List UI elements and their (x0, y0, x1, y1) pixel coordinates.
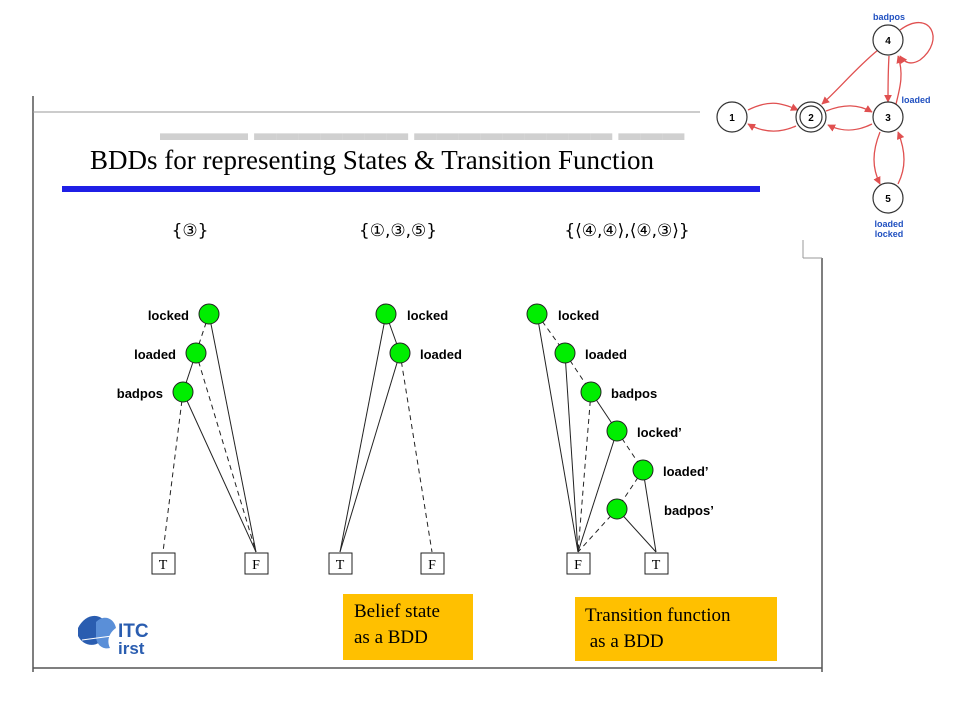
bdd-var-label: locked’ (637, 425, 682, 440)
bdd-terminal-label: F (252, 558, 260, 573)
logo-leaf-icon (96, 617, 116, 649)
graph-node-circle-inner (799, 105, 823, 129)
state-graph: 1 2 3 4 5 badpos loaded loaded locked (716, 12, 934, 239)
bdd-set-label: {①,③,⑤} (359, 221, 437, 241)
bdd-terminal (244, 552, 269, 575)
bdd-node (185, 342, 207, 364)
graph-node-circle (872, 101, 904, 133)
graph-edge-3-2 (827, 123, 873, 132)
graph-edge-label: loaded (901, 95, 930, 105)
bdd-var-label: loaded (420, 347, 462, 362)
bdd-var-label: badpos (117, 386, 163, 401)
bdd-set-label: {③} (172, 221, 209, 241)
graph-edge-4-2 (821, 49, 879, 105)
graph-node-label: 5 (885, 194, 891, 205)
svg-text:▬▬▬▬ ▬▬▬▬▬▬▬ ▬▬▬▬▬▬▬▬▬ ▬▬▬: ▬▬▬▬ ▬▬▬▬▬▬▬ ▬▬▬▬▬▬▬▬▬ ▬▬▬ (160, 120, 684, 145)
logo-text-itc: ITC (118, 621, 149, 642)
transition-function-note: Transition function as a BDD (575, 597, 777, 661)
bdd-var-label: loaded’ (663, 464, 709, 479)
bdd-terminal-label: T (652, 558, 661, 573)
graph-edge-2-3 (825, 105, 873, 113)
bdd-node (526, 303, 548, 325)
graph-edge-label: loaded (874, 219, 903, 229)
bdd-terminal (566, 552, 591, 575)
bdd-terminal-label: T (336, 558, 345, 573)
bdd-node (375, 303, 397, 325)
graph-node-circle (872, 24, 904, 56)
bdd-var-label: locked (558, 308, 599, 323)
note-line: Belief state (354, 601, 440, 622)
bdd-terminal (644, 552, 669, 575)
graph-edge-5-3 (896, 131, 905, 185)
bdd-var-label: badpos’ (664, 503, 714, 518)
logo-text-irst: irst (118, 639, 145, 658)
bdd-var-label: loaded (134, 347, 176, 362)
graph-node-label: 3 (885, 113, 891, 124)
graph-edge-label: badpos (873, 12, 905, 22)
bdd-node (389, 342, 411, 364)
bdd-node (198, 303, 220, 325)
bdd-set-label: {⟨④,④⟩,⟨④,③⟩} (564, 221, 689, 241)
graph-edge-3-5 (873, 131, 881, 185)
graph-edge-3-4 (895, 55, 904, 105)
graph-edge-4-3 (884, 55, 892, 103)
bdd-node (606, 498, 628, 520)
bdd-terminal-label: F (428, 558, 436, 573)
bdd-terminal (328, 552, 353, 575)
bdd-terminal (420, 552, 445, 575)
graph-node-circle (872, 182, 904, 214)
bdd-belief-state (339, 313, 433, 553)
itc-irst-logo: ITC irst (78, 615, 149, 658)
graph-node-label: 1 (729, 113, 735, 124)
bdd-node (580, 381, 602, 403)
embedded-page-frame: ▬▬▬▬ ▬▬▬▬▬▬▬ ▬▬▬▬▬▬▬▬▬ ▬▬▬ (32, 96, 823, 672)
note-line: as a BDD (354, 627, 428, 648)
bdd-node (172, 381, 194, 403)
bdd-terminal-label: T (159, 558, 168, 573)
graph-edge-1-2 (747, 102, 799, 111)
bdd-var-label: locked (148, 308, 189, 323)
graph-edge-label: locked (875, 229, 904, 239)
bdd-terminal-label: F (574, 558, 582, 573)
graph-node-circle (716, 101, 748, 133)
bdd-var-label: badpos (611, 386, 657, 401)
bdd-node (632, 459, 654, 481)
belief-state-note: Belief state as a BDD (343, 594, 473, 660)
graph-edge-2-1 (747, 123, 797, 132)
note-line: as a BDD (585, 631, 664, 652)
bdd-var-label: loaded (585, 347, 627, 362)
title-underline (62, 186, 760, 192)
bdd-var-label: locked (407, 308, 448, 323)
bdd-node (606, 420, 628, 442)
bdd-state-3 (162, 313, 257, 553)
graph-edge-4-self (899, 22, 934, 65)
bdd-terminal (151, 552, 176, 575)
slide-title: BDDs for representing States & Transitio… (90, 145, 654, 175)
graph-node-label: 4 (885, 36, 891, 47)
graph-node-label: 2 (808, 113, 814, 124)
note-line: Transition function (585, 605, 731, 626)
bdd-node (554, 342, 576, 364)
